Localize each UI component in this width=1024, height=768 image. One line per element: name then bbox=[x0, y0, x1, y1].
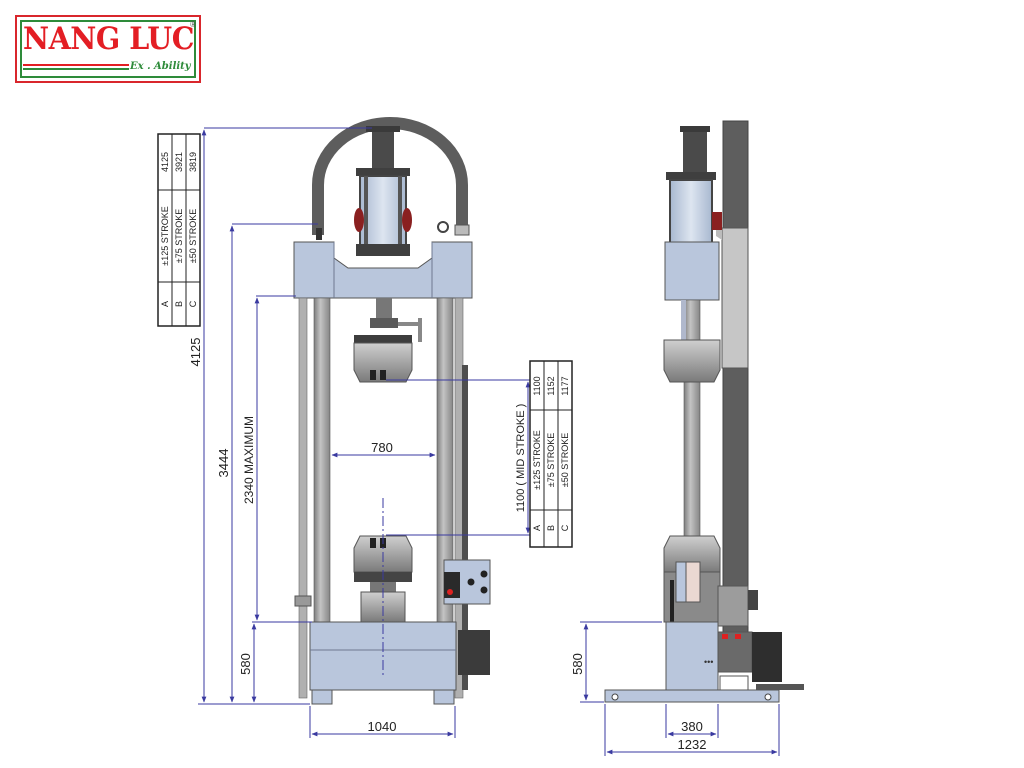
column-left bbox=[313, 297, 331, 623]
logo-subtitle: Ex . Ability bbox=[130, 61, 191, 72]
registered-mark: ® bbox=[190, 20, 196, 29]
table-mid-stroke: A B C ±125 STROKE ±75 STROKE ±50 STROKE … bbox=[529, 360, 573, 548]
actuator-rod-top bbox=[372, 128, 394, 168]
dim-column-offset: 380 bbox=[681, 719, 703, 734]
foot-left bbox=[311, 689, 333, 705]
front-dimensions bbox=[198, 127, 532, 738]
side-dimensions bbox=[580, 621, 780, 756]
servo-valve-right bbox=[402, 208, 412, 232]
side-cover-panel bbox=[721, 227, 749, 369]
table1-value-b: 3921 bbox=[174, 152, 184, 172]
foot-right bbox=[433, 689, 455, 705]
dim-mid-stroke: 1100 ( MID STROKE ) bbox=[515, 404, 527, 513]
actuator-cylinder-side bbox=[669, 179, 713, 245]
dim-column-spacing: 780 bbox=[371, 440, 393, 455]
side-view: ••• bbox=[604, 120, 804, 703]
table2-value-b: 1152 bbox=[546, 376, 556, 395]
table1-stroke-c: ±50 STROKE bbox=[188, 209, 198, 263]
load-cell bbox=[370, 318, 398, 328]
upper-grip-side bbox=[663, 339, 721, 383]
hydraulic-manifold bbox=[458, 630, 490, 675]
actuator-flange bbox=[356, 168, 410, 176]
logo-border bbox=[20, 20, 196, 78]
svg-text:•••: ••• bbox=[704, 657, 713, 667]
actuator-top-side bbox=[683, 132, 707, 172]
table2-value-c: 1177 bbox=[560, 376, 570, 395]
side-control-label bbox=[685, 561, 701, 603]
dim-base-height: 580 bbox=[238, 653, 253, 675]
table-overall-height: A B C ±125 STROKE ±75 STROKE ±50 STROKE … bbox=[157, 133, 201, 327]
dim-column-height: 3444 bbox=[216, 449, 231, 478]
dim-daylight: 2340 MAXIMUM bbox=[242, 416, 256, 504]
table1-key-c: C bbox=[188, 300, 198, 307]
table2-value-a: 1100 bbox=[532, 376, 542, 395]
table2-key-a: A bbox=[532, 525, 542, 531]
dim-side-base-height: 580 bbox=[570, 653, 585, 675]
cable-chain bbox=[462, 365, 468, 690]
logo-red-stripe bbox=[23, 64, 129, 66]
table2-key-b: B bbox=[546, 525, 556, 531]
dim-base-width: 1040 bbox=[368, 719, 397, 734]
upper-grip bbox=[353, 342, 413, 383]
table1-value-c: 3819 bbox=[188, 152, 198, 172]
hose-arch-side bbox=[722, 120, 749, 642]
guide-rod-left bbox=[298, 297, 308, 699]
dim-overall-depth: 1232 bbox=[678, 737, 707, 752]
table2-stroke-a: ±125 STROKE bbox=[532, 430, 542, 489]
logo-green-stripe bbox=[23, 68, 129, 70]
lifting-eye bbox=[437, 221, 449, 233]
power-unit-side bbox=[717, 585, 749, 627]
table1-key-b: B bbox=[174, 301, 184, 307]
crosshead-side bbox=[664, 241, 720, 301]
logo-title: NANG LUC bbox=[23, 21, 194, 57]
table1-stroke-a: ±125 STROKE bbox=[160, 206, 170, 265]
table2-key-c: C bbox=[560, 524, 570, 531]
table1-value-a: 4125 bbox=[160, 152, 170, 172]
base-plate-side bbox=[604, 689, 780, 703]
dim-overall-height: 4125 bbox=[188, 338, 203, 367]
table2-stroke-b: ±75 STROKE bbox=[546, 433, 556, 487]
hydraulic-hose-arch bbox=[312, 117, 468, 235]
table2-stroke-c: ±50 STROKE bbox=[560, 433, 570, 487]
table1-key-a: A bbox=[160, 301, 170, 307]
servo-valve-left bbox=[354, 208, 364, 232]
base-frame-side bbox=[665, 621, 719, 697]
table1-stroke-b: ±75 STROKE bbox=[174, 209, 184, 263]
company-logo: NANG LUC ® Ex . Ability bbox=[15, 15, 201, 83]
hydraulic-block-side bbox=[752, 632, 782, 682]
front-view bbox=[293, 117, 491, 705]
